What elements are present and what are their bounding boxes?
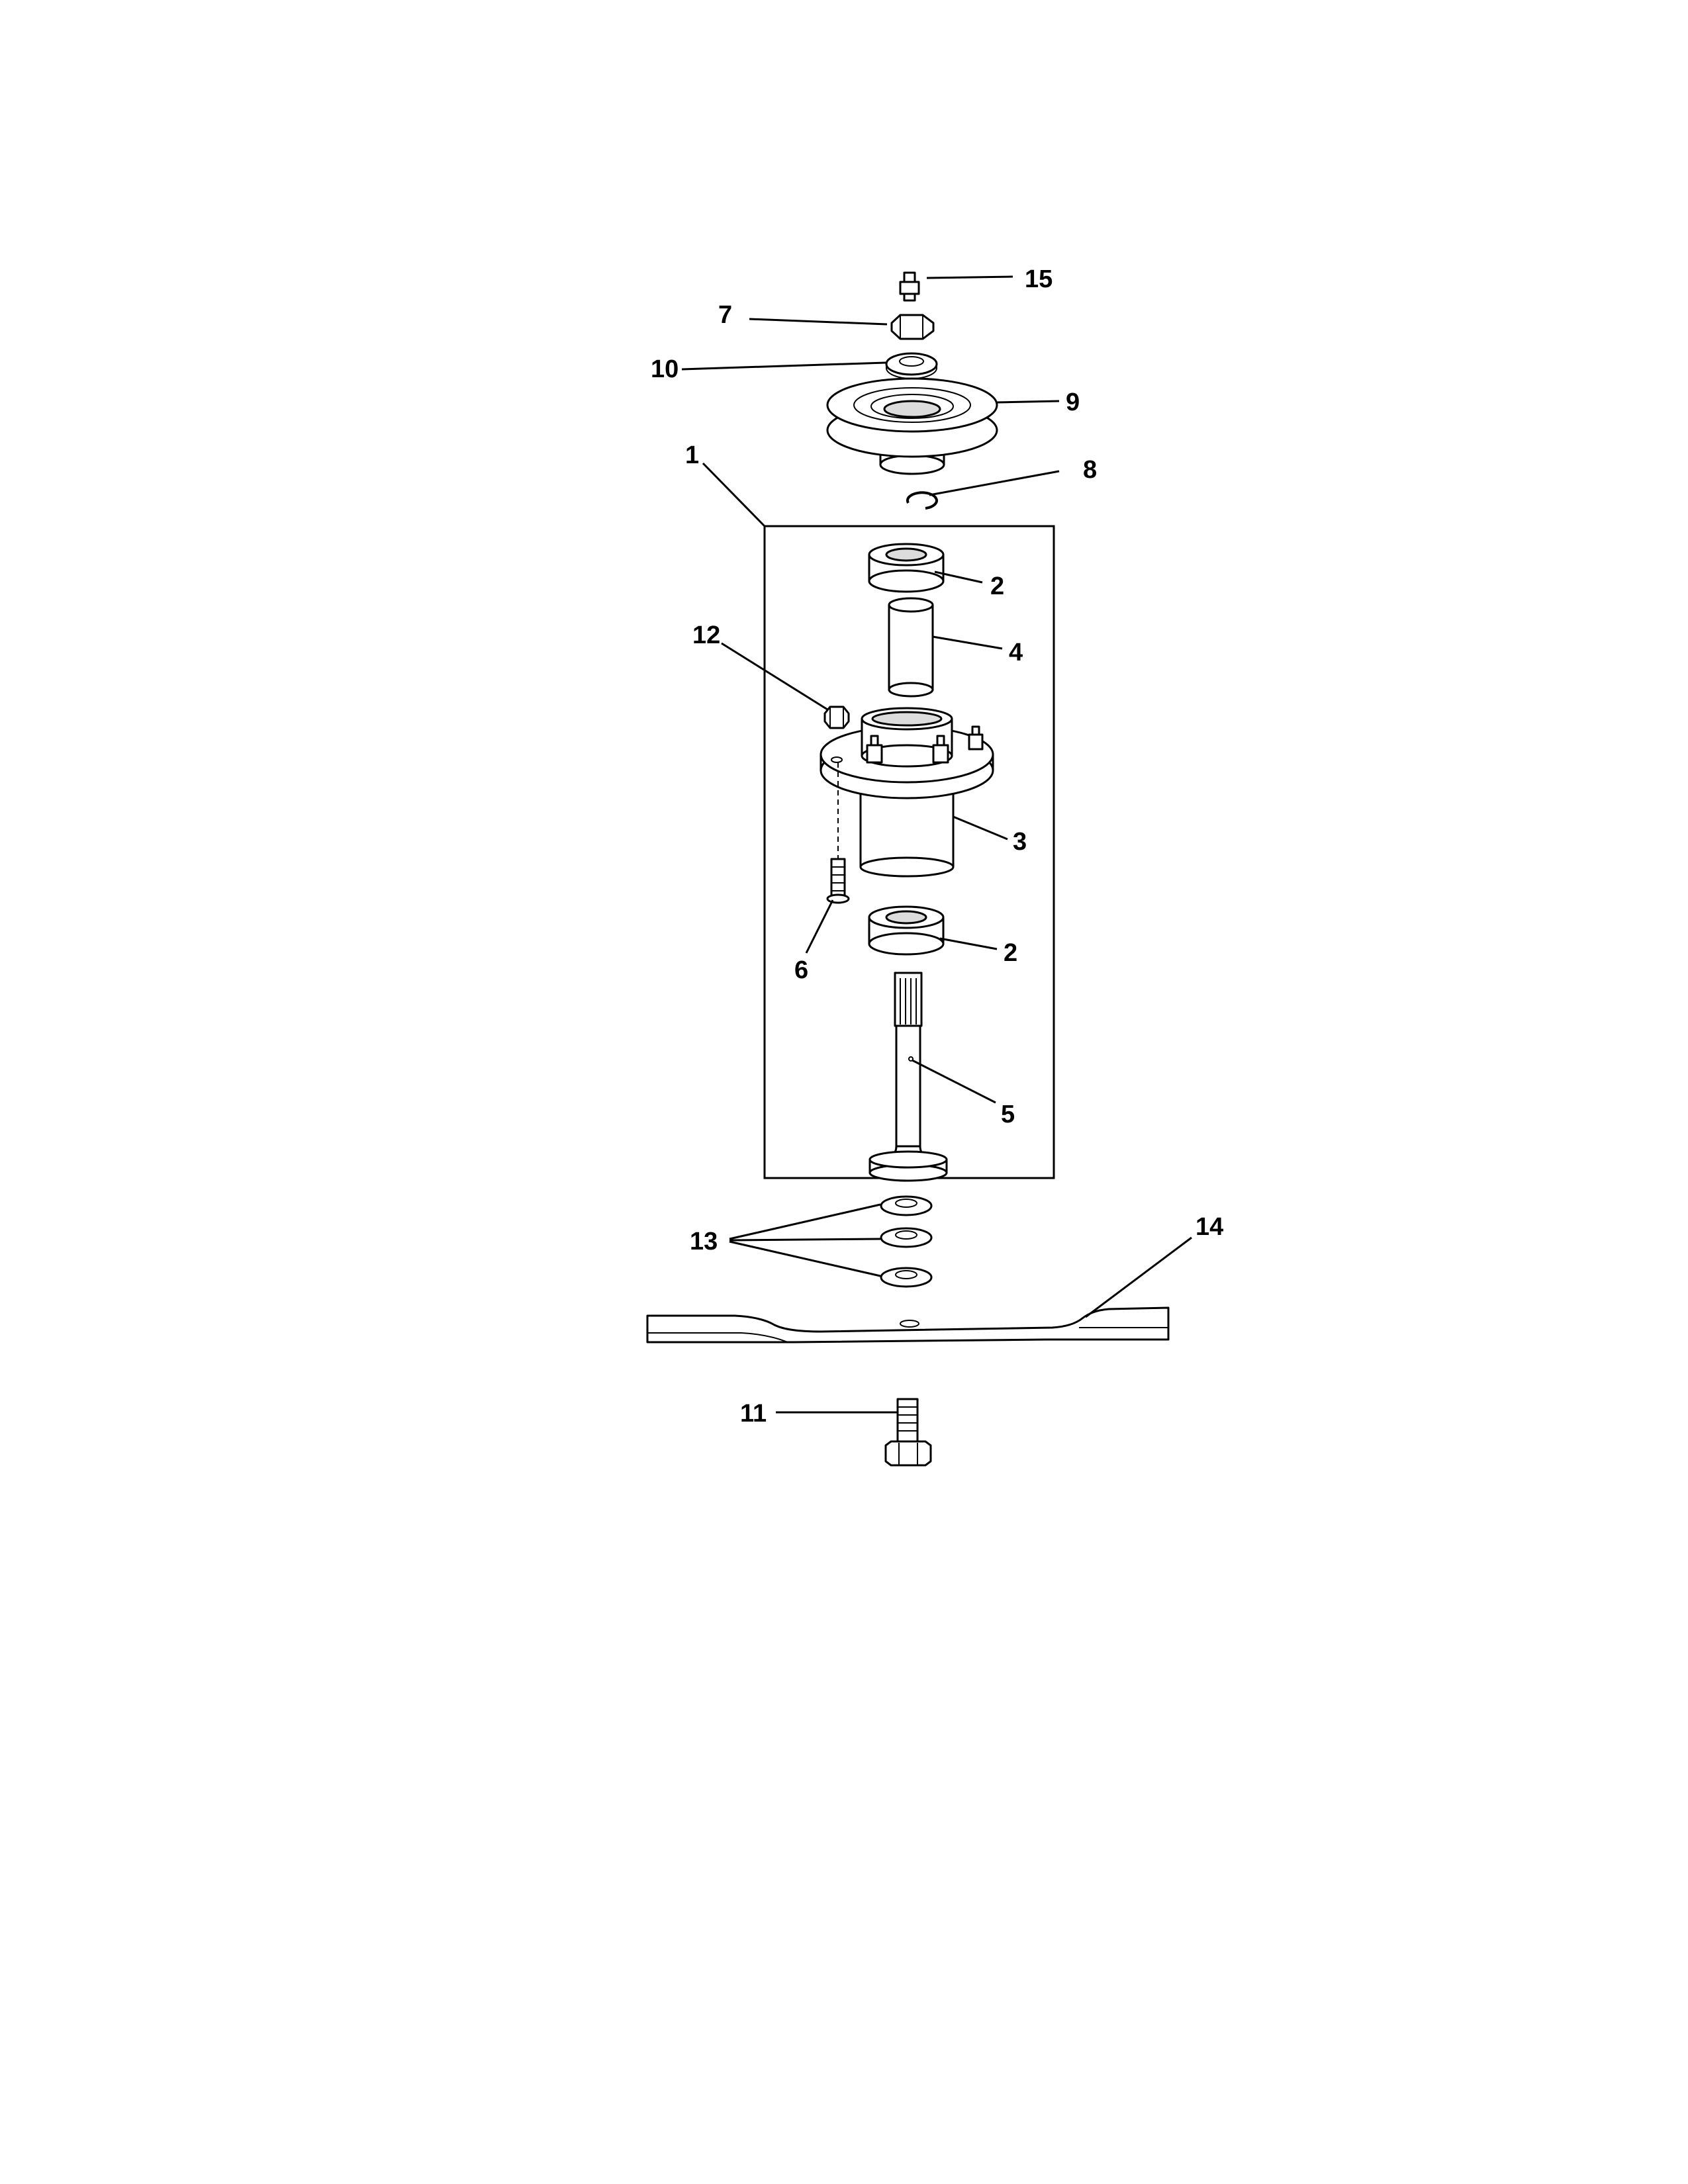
flange-bolt <box>932 735 949 764</box>
leader-2a <box>934 570 983 584</box>
callout-1: 1 <box>685 441 699 469</box>
leader-9 <box>996 400 1060 404</box>
leader-15 <box>926 275 1013 279</box>
callout-2-top: 2 <box>990 572 1004 600</box>
callout-15: 15 <box>1025 265 1053 293</box>
hex-nut-top <box>890 314 935 340</box>
leader-8 <box>929 470 1060 496</box>
leader-14 <box>1085 1236 1192 1318</box>
leader-7 <box>749 318 888 326</box>
leader-13-c <box>729 1240 881 1277</box>
callout-6: 6 <box>794 956 808 984</box>
callouts: 15 7 10 9 1 8 2 4 12 3 2 6 5 13 14 11 <box>651 265 1223 1428</box>
leader-1 <box>702 462 766 527</box>
flange-bolt <box>866 735 883 764</box>
leader-lines <box>681 275 1192 1414</box>
leader-4 <box>932 635 1003 650</box>
hex-nut-flange <box>823 705 850 729</box>
hex-bolt <box>884 1398 932 1467</box>
washer-stack <box>880 1195 933 1288</box>
callout-2-bottom: 2 <box>1004 939 1017 967</box>
washer-top <box>885 352 938 379</box>
spindle-housing <box>820 707 994 878</box>
spacer-tube <box>888 597 934 698</box>
callout-10: 10 <box>651 355 679 383</box>
callout-14: 14 <box>1196 1213 1223 1241</box>
callout-4: 4 <box>1009 639 1023 666</box>
bearing-top <box>868 543 945 593</box>
callout-8: 8 <box>1083 456 1097 484</box>
bearing-bottom <box>868 905 945 956</box>
leader-12 <box>721 642 828 711</box>
callout-3: 3 <box>1013 828 1027 856</box>
leader-3 <box>953 815 1008 841</box>
grease-fitting <box>899 271 920 302</box>
leader-5 <box>912 1059 996 1104</box>
leader-10 <box>681 361 886 371</box>
spindle-shaft <box>868 972 948 1182</box>
callout-13: 13 <box>690 1228 718 1255</box>
mower-blade <box>646 1306 1170 1343</box>
leader-6 <box>805 899 834 954</box>
leader-2b <box>939 937 998 950</box>
washer <box>880 1195 933 1216</box>
callout-9: 9 <box>1066 388 1080 416</box>
callout-11: 11 <box>740 1400 767 1428</box>
callout-5: 5 <box>1001 1101 1015 1128</box>
callout-12: 12 <box>692 621 720 649</box>
leader-13-b <box>729 1238 881 1242</box>
washer <box>880 1267 933 1288</box>
snap-ring <box>906 491 938 510</box>
washer <box>880 1227 933 1248</box>
callout-7: 7 <box>718 301 732 329</box>
leader-13-a <box>729 1203 881 1240</box>
flange-bolt <box>968 725 984 751</box>
carriage-bolt <box>826 858 850 904</box>
pulley <box>826 377 998 475</box>
